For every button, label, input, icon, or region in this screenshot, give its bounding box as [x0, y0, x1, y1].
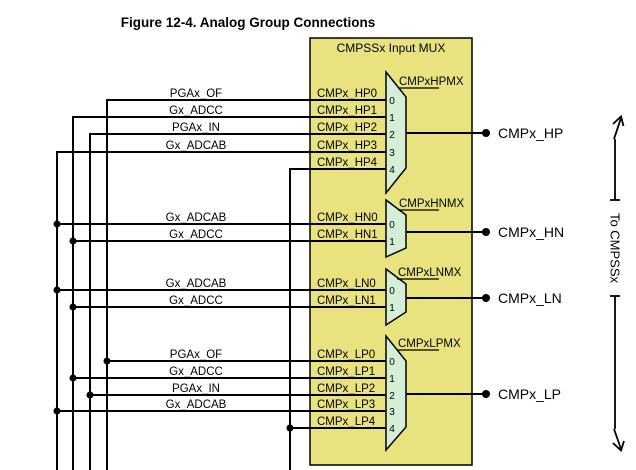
output-label-hp: CMPx_HP	[498, 125, 563, 141]
junction-dot	[86, 391, 94, 399]
junction-dot	[53, 220, 61, 228]
source-label-ln0: Gx_ADCAB	[166, 278, 227, 290]
pin-label-hn0: CMPx_HN0	[317, 212, 378, 224]
mux-ln-label: CMPxLNMX	[398, 267, 462, 279]
source-label-lp3: Gx_ADCAB	[166, 399, 227, 411]
source-label-hn1: Gx_ADCC	[169, 229, 223, 241]
source-label-hn0: Gx_ADCAB	[166, 212, 227, 224]
input-mux-box-title: CMPSSx Input MUX	[337, 41, 446, 55]
junction-dots	[53, 129, 490, 432]
mux-hn-sel-1: 1	[389, 237, 395, 248]
pin-label-lp0: CMPx_LP0	[317, 349, 375, 361]
bracket-arrow-bottom-icon	[612, 440, 625, 453]
source-labels: PGAx_OF Gx_ADCC PGAx_IN Gx_ADCAB Gx_ADCA…	[166, 88, 227, 411]
junction-dot	[69, 303, 77, 311]
pin-label-lp4: CMPx_LP4	[317, 416, 376, 428]
source-label-hp1: Gx_ADCC	[169, 105, 223, 117]
figure-title: Figure 12-4. Analog Group Connections	[121, 15, 376, 30]
source-label-lp0: PGAx_OF	[170, 349, 222, 361]
mux-hp-sel-2: 2	[389, 130, 395, 141]
junction-dot	[53, 286, 61, 294]
bracket-arrow-top-shaft	[613, 117, 622, 140]
source-label-hp2: PGAx_IN	[172, 122, 220, 134]
source-label-hp0: PGAx_OF	[170, 88, 222, 100]
mux-lp-sel-3: 3	[389, 407, 395, 418]
mux-lp-sel-2: 2	[389, 391, 395, 402]
wire-network	[56, 99, 486, 470]
pin-labels: CMPx_HP0 CMPx_HP1 CMPx_HP2 CMPx_HP3 CMPx…	[317, 88, 378, 428]
mux-ln-sel-1: 1	[389, 303, 395, 314]
pin-label-hp1: CMPx_HP1	[317, 105, 377, 117]
mux-hp-sel-4: 4	[389, 165, 395, 176]
bus-wire-pgax-in	[89, 133, 386, 470]
junction-dot	[53, 407, 61, 415]
output-label-hn: CMPx_HN	[498, 224, 564, 240]
to-cmpssx-bracket	[610, 114, 625, 453]
mux-lp-shape	[385, 333, 407, 453]
junction-dot	[69, 374, 77, 382]
source-label-hp3: Gx_ADCAB	[166, 140, 227, 152]
junction-dot	[69, 237, 77, 245]
mux-lp-sel-1: 1	[389, 374, 395, 385]
bracket-arrow-top-icon	[612, 114, 625, 127]
pin-label-lp3: CMPx_LP3	[317, 399, 375, 411]
pin-label-hp3: CMPx_HP3	[317, 140, 377, 152]
pin-label-hp4: CMPx_HP4	[317, 157, 378, 169]
mux-select-numbers: 0 1 2 3 4 0 1 0 1 0 1 2 3 4	[389, 96, 395, 435]
output-dot-ln	[482, 294, 490, 302]
pin-label-hp0: CMPx_HP0	[317, 88, 377, 100]
mux-lp-sel-4: 4	[389, 424, 395, 435]
bus-wire-pgax-of	[106, 99, 386, 470]
bus-wire-gx-adcab	[56, 151, 386, 470]
pin-label-lp2: CMPx_LP2	[317, 383, 375, 395]
pin-label-hn1: CMPx_HN1	[317, 229, 378, 241]
output-dot-hn	[482, 228, 490, 236]
junction-dot	[103, 357, 111, 365]
pin-label-lp1: CMPx_LP1	[317, 366, 375, 378]
pin-label-ln0: CMPx_LN0	[317, 278, 376, 290]
mux-hp-sel-0: 0	[389, 96, 395, 107]
source-label-lp1: Gx_ADCC	[169, 366, 223, 378]
mux-lp-sel-0: 0	[389, 357, 395, 368]
source-label-ln1: Gx_ADCC	[169, 295, 223, 307]
mux-shapes	[385, 69, 407, 453]
mux-hp-label: CMPxHPMX	[399, 76, 464, 88]
output-dot-hp	[482, 129, 490, 137]
mux-hn-sel-0: 0	[389, 220, 395, 231]
bus-wire-gx-adcc	[72, 116, 386, 470]
mux-ln-sel-0: 0	[389, 286, 395, 297]
mux-hn-label: CMPxHNMX	[399, 198, 464, 210]
bus-wire-hp4-lp4	[289, 168, 386, 470]
pin-label-hp2: CMPx_HP2	[317, 122, 377, 134]
mux-hp-sel-3: 3	[389, 148, 395, 159]
to-cmpssx-label: To CMPSSx	[608, 213, 623, 284]
junction-dot	[286, 424, 294, 432]
mux-hp-sel-1: 1	[389, 113, 395, 124]
pin-label-ln1: CMPx_LN1	[317, 295, 376, 307]
output-label-lp: CMPx_LP	[498, 386, 561, 402]
source-label-lp2: PGAx_IN	[172, 383, 220, 395]
bracket-arrow-bottom-shaft	[613, 428, 622, 450]
output-label-ln: CMPx_LN	[498, 290, 562, 306]
mux-lp-label: CMPxLPMX	[398, 338, 461, 350]
output-dot-lp	[482, 390, 490, 398]
mux-hp-shape	[385, 69, 407, 196]
